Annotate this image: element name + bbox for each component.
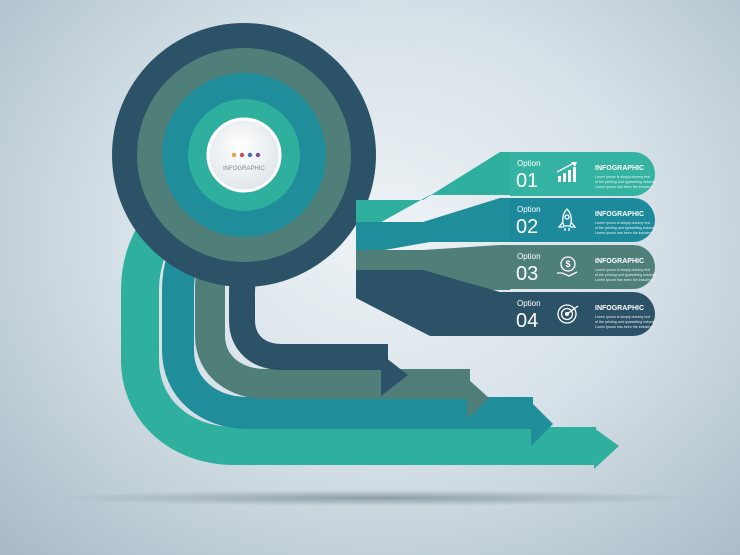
option-body-line: Lorem Ipsum has been the industry's — [595, 231, 654, 235]
option-body-line: Lorem ipsum is simply dummy text — [595, 315, 650, 319]
growth-chart-icon — [556, 162, 577, 182]
option-body-line: Lorem Ipsum has been the industry's — [595, 325, 654, 329]
option-body-line: of the printing and typesetting industry… — [595, 226, 656, 230]
center-disc: INFOGRAPHIC — [206, 117, 282, 193]
option-label: Option — [517, 252, 541, 261]
option-body-line: Lorem ipsum is simply dummy text — [595, 175, 650, 179]
option-card-bg — [510, 198, 655, 242]
option-card-bg — [510, 152, 655, 196]
option-card-01[interactable]: Option 01 INFOGRAPHIC Lorem ipsum is simply… — [510, 152, 656, 196]
option-card-04[interactable]: Option 04 INFOGRAPHIC Lorem ipsum is simply… — [510, 292, 656, 336]
money-hand-icon: $ — [557, 256, 578, 277]
option-body-line: of the printing and typesetting industry… — [595, 180, 656, 184]
option-title: INFOGRAPHIC — [595, 211, 644, 218]
center-dot — [247, 152, 253, 158]
funnel-band-4 — [356, 270, 510, 336]
target-icon — [557, 304, 579, 324]
rocket-icon — [557, 208, 577, 231]
option-card-bg — [510, 245, 655, 289]
option-label: Option — [517, 205, 541, 214]
option-body-line: Lorem Ipsum has been the industry's — [595, 185, 654, 189]
funnel-band-1 — [356, 152, 510, 236]
option-title: INFOGRAPHIC — [595, 258, 644, 265]
center-dot — [239, 152, 245, 158]
option-body-line: Lorem Ipsum has been the industry's — [595, 278, 654, 282]
option-body-line: Lorem ipsum is simply dummy text — [595, 221, 650, 225]
option-card-03[interactable]: Option 03 $ INFOGRAPHIC Lorem ipsum is simpl… — [510, 245, 656, 289]
option-number: 04 — [516, 310, 538, 332]
option-number: 02 — [516, 216, 538, 238]
option-body-line: Lorem ipsum is simply dummy text — [595, 268, 650, 272]
center-dots — [231, 152, 261, 158]
center-dot — [231, 152, 237, 158]
funnel-band-2 — [356, 198, 510, 255]
option-body-line: of the printing and typesetting industry… — [595, 320, 656, 324]
center-dot — [255, 152, 261, 158]
option-title: INFOGRAPHIC — [595, 305, 644, 312]
option-body-line: of the printing and typesetting industry… — [595, 273, 656, 277]
option-label: Option — [517, 159, 541, 168]
option-title: INFOGRAPHIC — [595, 165, 644, 172]
svg-text:$: $ — [565, 259, 570, 269]
option-card-02[interactable]: Option 02 INFOGRAPHIC Lorem ipsum is simply… — [510, 198, 656, 242]
option-card-bg — [510, 292, 655, 336]
option-number: 03 — [516, 263, 538, 285]
option-label: Option — [517, 299, 541, 308]
ground-shadow — [55, 490, 695, 506]
option-number: 01 — [516, 170, 538, 192]
center-title: INFOGRAPHIC — [223, 166, 265, 172]
